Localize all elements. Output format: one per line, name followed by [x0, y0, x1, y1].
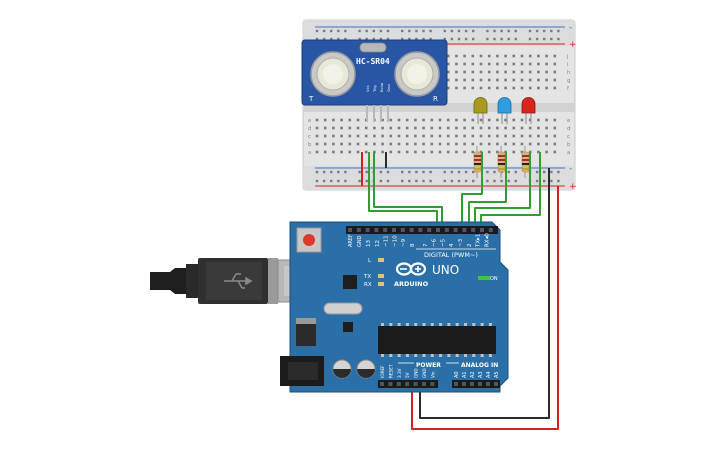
analog-header	[452, 380, 500, 388]
atmega-chip	[378, 323, 496, 357]
row-letter: b	[567, 142, 571, 148]
on-label: ON	[490, 276, 498, 282]
usb-icon	[224, 273, 253, 289]
digital-pin-label: 4	[449, 243, 455, 247]
rail-plus-top: +	[569, 40, 577, 50]
digital-pin-label: ~5	[440, 238, 446, 247]
row-letter: i	[567, 62, 569, 68]
l-led-label: L	[368, 258, 372, 264]
transmitter-transducer	[310, 51, 356, 97]
sensor-pin-label: Echo	[379, 82, 384, 92]
led-red[interactable]	[521, 97, 536, 125]
row-letter: d	[567, 126, 571, 132]
rail-minus-bottom: -	[569, 164, 572, 174]
usb-controller-chip	[343, 275, 357, 289]
row-letter: c	[308, 134, 311, 140]
rail-plus-bottom: +	[569, 182, 577, 192]
led-blue[interactable]	[497, 97, 512, 125]
power-pin-label: 5V	[405, 372, 410, 378]
row-letter: j	[566, 54, 569, 60]
capacitors	[332, 359, 376, 379]
sensor-pin-label: Vcc	[365, 85, 370, 92]
digital-pin-label: ~10	[392, 235, 398, 247]
sensor-pin-label: Gnd	[386, 84, 391, 92]
digital-label: DIGITAL (PWM~)	[424, 251, 478, 259]
row-letter: g	[567, 78, 571, 84]
analog-pin-label: A1	[462, 371, 468, 378]
sensor-t-mark: T	[308, 95, 314, 103]
digital-pin-label: TX▸1	[476, 234, 482, 248]
breadboard-jumpers	[361, 152, 387, 186]
power-pin-label: 3.3V	[397, 368, 402, 378]
digital-pin-label: 13	[366, 240, 372, 247]
sensor-pins	[366, 105, 389, 122]
digital-pin-label: ~9	[401, 238, 407, 247]
row-letter: a	[308, 150, 311, 156]
analog-pin-label: A4	[486, 371, 492, 378]
digital-pin-label: ~3	[458, 238, 464, 247]
analog-pin-label: A2	[470, 371, 476, 378]
crystal-oscillator	[359, 42, 387, 53]
power-label: POWER	[416, 362, 441, 369]
digital-pin-label: GND	[357, 235, 363, 247]
tx-led-label: TX	[363, 274, 371, 280]
digital-pin-label: 8	[410, 243, 416, 247]
small-chip	[343, 322, 353, 332]
rx-led-label: RX	[364, 282, 372, 288]
digital-header	[346, 226, 498, 234]
digital-pin-label: ~6	[432, 238, 438, 247]
arduino-logo-icon	[395, 262, 427, 276]
sensor-model-label: HC-SR04	[356, 57, 390, 66]
power-led: ON	[478, 276, 498, 282]
reset-button[interactable]	[296, 227, 322, 253]
dc-power-jack	[280, 356, 324, 386]
row-letter: d	[308, 126, 312, 132]
digital-pin-label: 2	[467, 244, 473, 248]
led-yellow[interactable]	[473, 97, 488, 125]
sensor-r-mark: R	[433, 95, 438, 103]
digital-pin-label: 12	[375, 240, 381, 247]
analog-pin-label: A5	[494, 371, 500, 378]
digital-pin-label: AREF	[348, 234, 354, 247]
row-letter: f	[567, 86, 570, 92]
row-letter: h	[567, 70, 571, 76]
voltage-regulator	[296, 318, 316, 346]
arduino-brand-label: ARDUINO	[394, 280, 429, 288]
analog-pin-label: A0	[454, 371, 460, 378]
row-letter: e	[567, 118, 571, 124]
power-pin-label: Vin	[430, 371, 435, 378]
row-letter: b	[308, 142, 312, 148]
row-letter: c	[567, 134, 570, 140]
digital-pin-label: 7	[423, 243, 429, 247]
uno-model-label: UNO	[432, 263, 459, 277]
analog-in-label: ANALOG IN	[461, 362, 498, 369]
status-leds: L TX RX	[363, 258, 384, 288]
resistor-2[interactable]	[497, 146, 506, 178]
power-pin-label: IOREF	[380, 365, 385, 378]
power-pin-label: GND	[414, 368, 419, 378]
analog-pin-label: A3	[478, 371, 484, 378]
power-pin-label: RESET	[388, 364, 393, 378]
digital-pin-label: RX◂0	[484, 233, 490, 247]
row-letter: a	[567, 150, 570, 156]
power-pin-label: GND	[422, 368, 427, 378]
receiver-transducer	[394, 51, 440, 97]
rail-minus-top: -	[569, 23, 572, 33]
digital-pin-label: ~11	[384, 235, 390, 247]
power-wires	[411, 168, 559, 430]
crystal	[323, 302, 363, 315]
sensor-pin-label: Trig	[372, 85, 377, 93]
row-letter: e	[308, 118, 312, 124]
